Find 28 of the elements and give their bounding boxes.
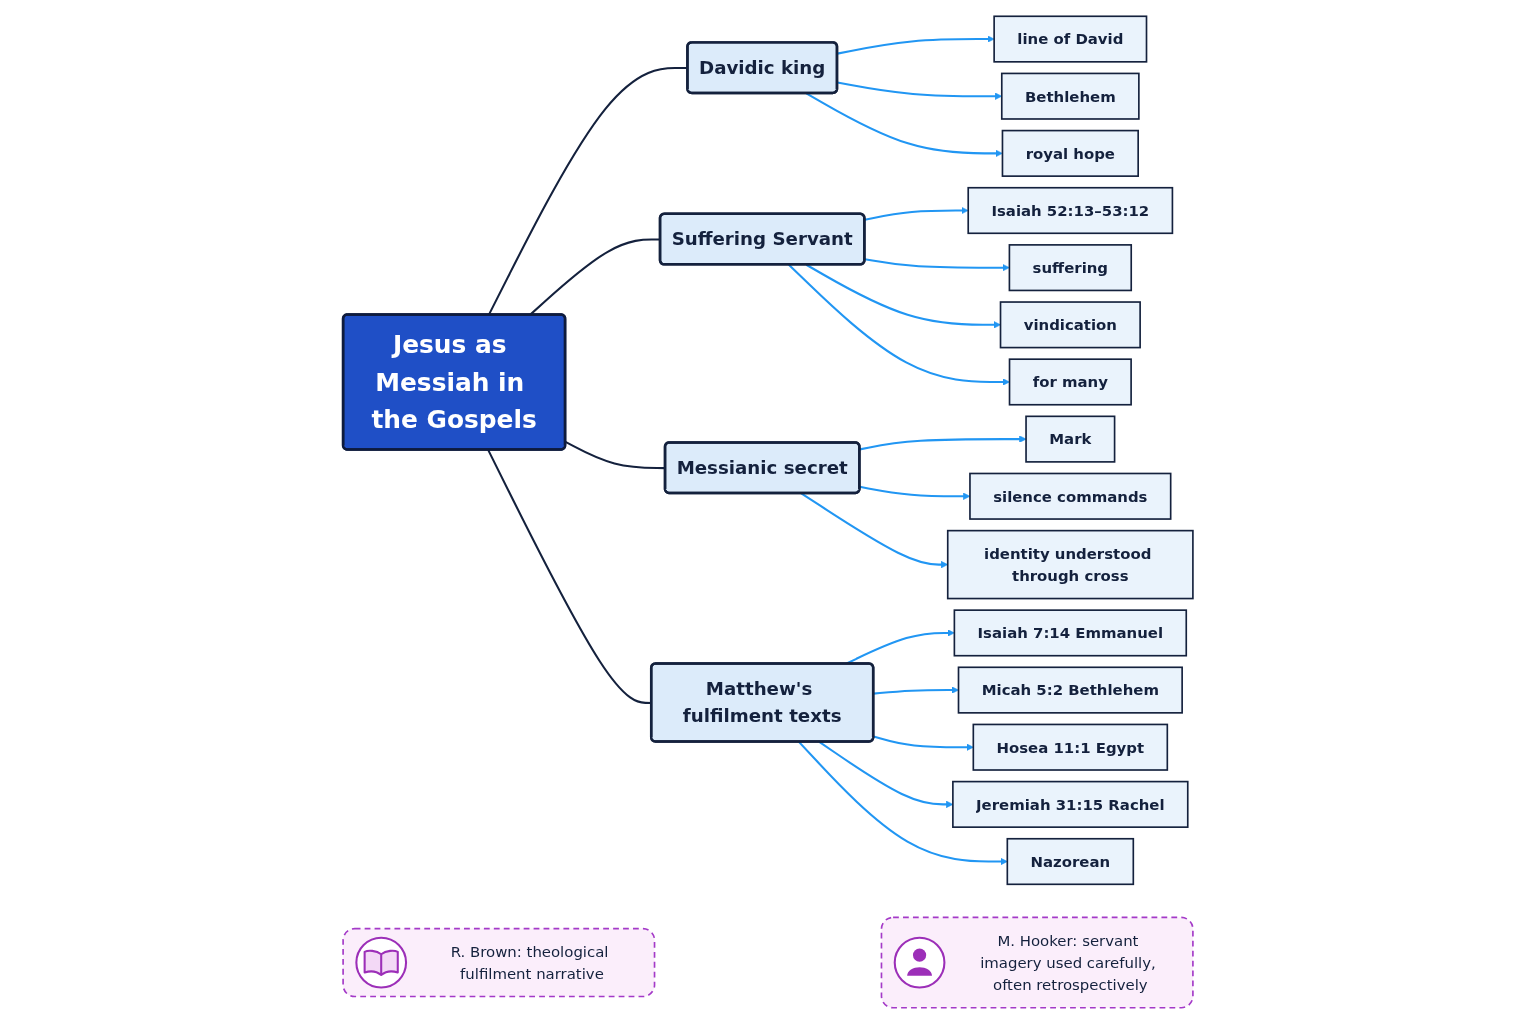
arrow [873,686,959,695]
connector [487,449,652,704]
node-box: R. Brown: theological fulfilment narrative [342,927,656,998]
node-box: vindication [999,301,1141,349]
arrow [873,735,974,751]
node-box: Hosea 11:1 Egypt [972,723,1169,771]
node-box: suffering [1008,244,1133,292]
node-box: Mark [1025,415,1116,463]
arrow [837,35,995,55]
arrow [805,92,1003,157]
arrow [864,206,969,221]
node-box: Bethlehem [1000,72,1140,120]
node-box: royal hope [1001,129,1139,177]
node-box: Jeremiah 31:15 Rachel [952,780,1189,828]
node-box: M. Hooker: servant imagery used carefully, often retrospectively [880,916,1194,1009]
node-box: for many [1008,358,1132,406]
node-box: Isaiah 7:14 Emmanuel [953,609,1188,657]
arrow [859,435,1027,451]
arrow [788,264,1010,386]
connector [565,441,666,470]
node-box: silence commands [969,472,1172,520]
node-box: Nazorean [1006,837,1135,886]
arrow [864,258,1010,272]
node-box: Isaiah 52:13–53:12 [967,186,1174,235]
arrow [798,741,1008,866]
node-box: identity understood through cross [946,529,1194,600]
node-box: Micah 5:2 Bethlehem [957,666,1183,714]
node-box: line of David [993,15,1148,63]
